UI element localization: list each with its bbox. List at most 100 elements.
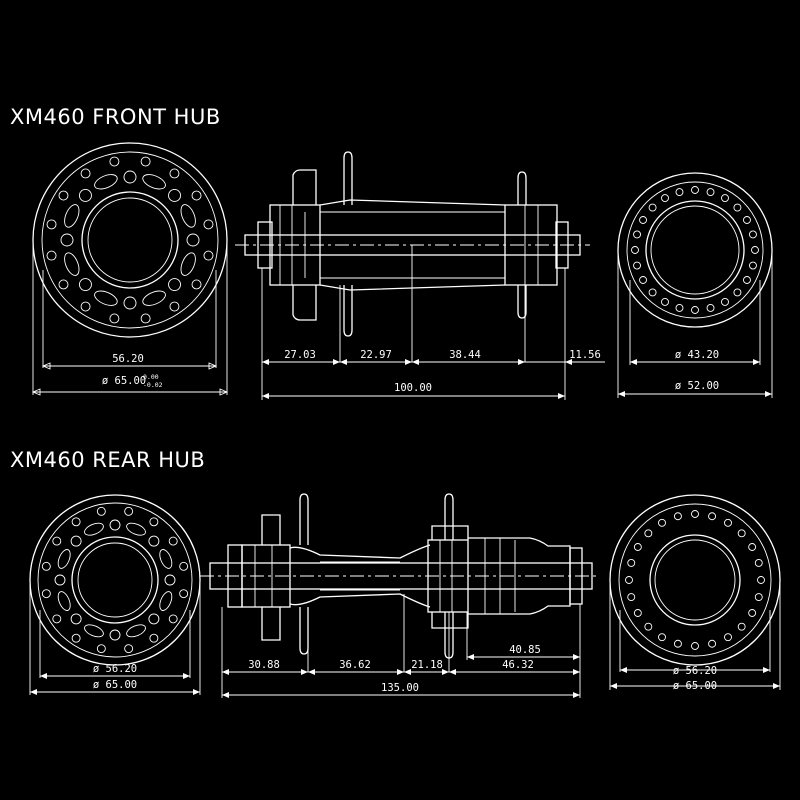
spoke-hole [691, 642, 699, 650]
spoke-hole [673, 639, 682, 648]
rear-flange-diameter-label: ø 65.00 [93, 679, 137, 691]
lightening-slot [57, 549, 71, 569]
spoke-hole [748, 609, 757, 617]
bolt-hole [168, 278, 181, 291]
front-end-inner-label: ø 43.20 [675, 349, 719, 361]
rear-seg-1-label: 30.88 [248, 659, 280, 671]
spoke-hole [140, 313, 151, 324]
front-flange-bolt-circle-label: 56.20 [112, 353, 144, 365]
lightening-slot [94, 290, 118, 306]
rear-end-view [609, 494, 781, 690]
spoke-hole [168, 536, 178, 546]
front-end-dimensions: ø 43.20 ø 52.00 [618, 349, 772, 397]
bolt-hole [168, 189, 181, 202]
spoke-hole [733, 203, 742, 212]
spoke-hole [168, 614, 178, 624]
front-seg-1-label: 27.03 [284, 349, 316, 361]
spoke-hole [52, 536, 62, 546]
spoke-hole [633, 261, 641, 270]
front-seg-2-label: 22.97 [360, 349, 392, 361]
spoke-hole [71, 633, 81, 643]
lightening-slot [159, 591, 173, 611]
lightening-slot [180, 204, 196, 228]
spoke-hole [203, 219, 214, 230]
spoke-hole [639, 276, 647, 284]
bolt-hole [148, 613, 160, 625]
bolt-hole [164, 574, 176, 586]
lightening-slot [84, 522, 104, 536]
rear-side-view [200, 493, 600, 698]
rear-flange-dimensions: ø 56.20 ø 65.00 [30, 663, 200, 695]
spoke-hole [191, 190, 202, 201]
front-flange-dimensions: 56.20 ø 65.00 0.00 -0.02 [31, 353, 229, 396]
spoke-hole [691, 186, 699, 194]
spoke-hole [737, 529, 746, 538]
rear-seg-3-label: 21.18 [411, 659, 443, 671]
lightening-slot [57, 591, 71, 611]
spoke-hole [625, 576, 633, 584]
front-end-view [617, 172, 773, 398]
rear-overall-width-label: 135.00 [381, 682, 419, 694]
spoke-hole [648, 288, 657, 297]
spoke-hole [639, 216, 647, 224]
spoke-hole [627, 593, 636, 602]
rear-seg-upper-label: 40.85 [509, 644, 541, 656]
spoke-hole [631, 246, 639, 254]
spoke-hole [658, 518, 666, 527]
lightening-slot [84, 624, 104, 638]
spoke-hole [724, 518, 732, 527]
spoke-hole [644, 622, 653, 631]
bolt-hole [123, 170, 137, 184]
spoke-hole [691, 510, 699, 518]
front-end-outer-label: ø 52.00 [675, 380, 719, 392]
spoke-hole [149, 517, 159, 527]
spoke-hole [648, 203, 657, 212]
rear-end-diameter-label: ø 65.00 [673, 680, 717, 692]
bolt-hole [109, 519, 121, 531]
spoke-hole [708, 512, 717, 521]
spoke-hole [58, 279, 69, 290]
spoke-hole [724, 633, 732, 642]
spoke-hole [749, 261, 757, 270]
spoke-hole [673, 512, 682, 521]
spoke-hole [633, 230, 641, 239]
bolt-hole [79, 278, 92, 291]
spoke-hole [754, 558, 763, 567]
spoke-hole [80, 168, 91, 179]
spoke-hole [46, 250, 57, 261]
bolt-hole [123, 296, 137, 310]
rear-flange-bolt-circle-label: ø 56.20 [93, 663, 137, 675]
spoke-hole [149, 633, 159, 643]
lightening-slot [142, 174, 166, 190]
spoke-hole [661, 194, 669, 202]
spoke-hole [691, 306, 699, 314]
bolt-hole [148, 535, 160, 547]
rear-end-bolt-circle-label: ø 56.20 [673, 665, 717, 677]
rear-end-dimensions: ø 56.20 ø 65.00 [610, 665, 780, 692]
spoke-hole [169, 168, 180, 179]
spoke-hole [743, 216, 751, 224]
lightening-slot [64, 204, 80, 228]
spoke-hole [737, 622, 746, 631]
spoke-hole [96, 506, 106, 516]
spoke-hole [80, 301, 91, 312]
front-flange-view [32, 142, 228, 395]
lightening-slot [142, 290, 166, 306]
spoke-hole [124, 506, 134, 516]
lightening-slot [180, 252, 196, 276]
spoke-hole [71, 517, 81, 527]
spoke-hole [754, 593, 763, 602]
spoke-hole [658, 633, 666, 642]
rear-seg-lower-label: 46.32 [502, 659, 534, 671]
bolt-hole [70, 613, 82, 625]
spoke-hole [633, 609, 642, 617]
rear-hub-title: XM460 REAR HUB [10, 448, 205, 472]
bolt-hole [60, 233, 74, 247]
front-flange-tolerance-lower: -0.02 [143, 381, 163, 389]
spoke-hole [751, 246, 759, 254]
spoke-hole [109, 156, 120, 167]
front-flange-diameter-label: ø 65.00 [102, 375, 146, 387]
rear-flange-view [29, 494, 201, 695]
spoke-hole [633, 543, 642, 551]
